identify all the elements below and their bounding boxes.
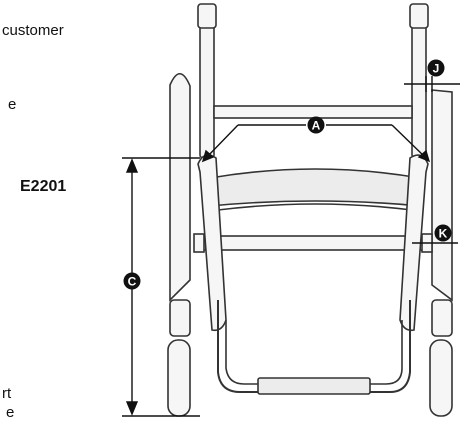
seat-sling (209, 168, 421, 207)
footplate (257, 377, 371, 395)
upper-cross-brace (213, 105, 413, 119)
left-back-post-cap (197, 3, 217, 29)
right-back-post-cap (409, 3, 429, 29)
text-fragment-customer: customer (2, 22, 64, 39)
left-back-post (199, 7, 215, 159)
callout-c: C (123, 272, 141, 290)
callout-k: K (434, 224, 452, 242)
left-caster-wheel (167, 339, 191, 417)
callout-a-label: A (312, 119, 321, 133)
wheelchair-frame (167, 3, 453, 417)
lower-cross-brace (199, 235, 427, 251)
callout-j-label: J (433, 62, 440, 76)
callout-a: A (307, 116, 325, 134)
right-caster-wheel (429, 339, 453, 417)
callout-k-label: K (439, 227, 448, 241)
left-caster-fork (169, 299, 191, 337)
right-wheel (431, 89, 453, 302)
right-caster-fork (431, 299, 453, 337)
text-fragment-rt: rt (2, 385, 12, 402)
text-fragment-e-top: e (8, 96, 17, 113)
callout-c-label: C (128, 275, 137, 289)
text-fragment-e-bottom: e (6, 404, 15, 421)
model-code-label: E2201 (20, 178, 67, 195)
left-wheel (169, 72, 191, 302)
callout-j: J (427, 59, 445, 77)
right-back-post (411, 7, 427, 159)
